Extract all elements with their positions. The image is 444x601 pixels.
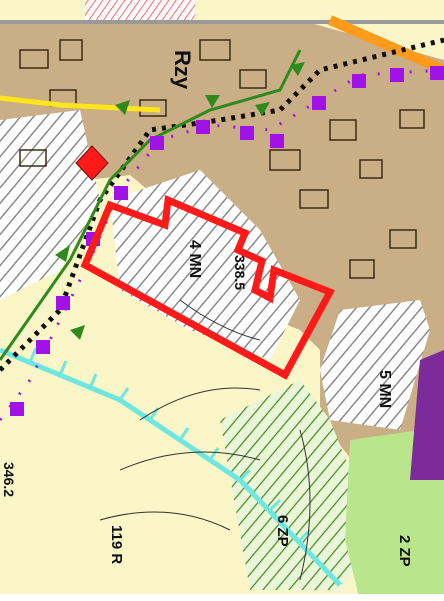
orange-line	[327, 15, 444, 75]
map-border-top	[0, 20, 444, 24]
hatched-area-5mn	[320, 300, 430, 430]
top-hatched-fragment	[85, 0, 195, 20]
label-village: Rzy	[170, 50, 195, 90]
hatched-area-west	[0, 110, 100, 300]
hatched-area-4mn	[110, 170, 300, 360]
label-zone-4mn: 4 MN	[186, 240, 203, 278]
contour-lines	[99, 299, 311, 581]
building-blocks	[19, 39, 425, 279]
map-border-bottom	[0, 594, 444, 601]
diamond-marker-icon	[75, 145, 109, 181]
plot-outline	[80, 194, 335, 380]
label-zone-2zp: 2 ZP	[396, 535, 413, 567]
label-zone-6zp: 6 ZP	[274, 515, 291, 547]
label-spot-height-338: 338.5	[232, 255, 248, 290]
hatched-area-6zp	[220, 380, 360, 590]
label-zone-119r: 119 R	[108, 525, 125, 564]
label-zone-5mn: 5 MN	[376, 370, 393, 408]
road-yellow	[0, 95, 161, 113]
violet-zone	[410, 350, 444, 480]
green-triangles	[55, 62, 305, 340]
cyan-ticks	[28, 347, 312, 542]
dotted-line	[0, 37, 444, 372]
label-spot-height-346: 346.2	[1, 462, 17, 497]
